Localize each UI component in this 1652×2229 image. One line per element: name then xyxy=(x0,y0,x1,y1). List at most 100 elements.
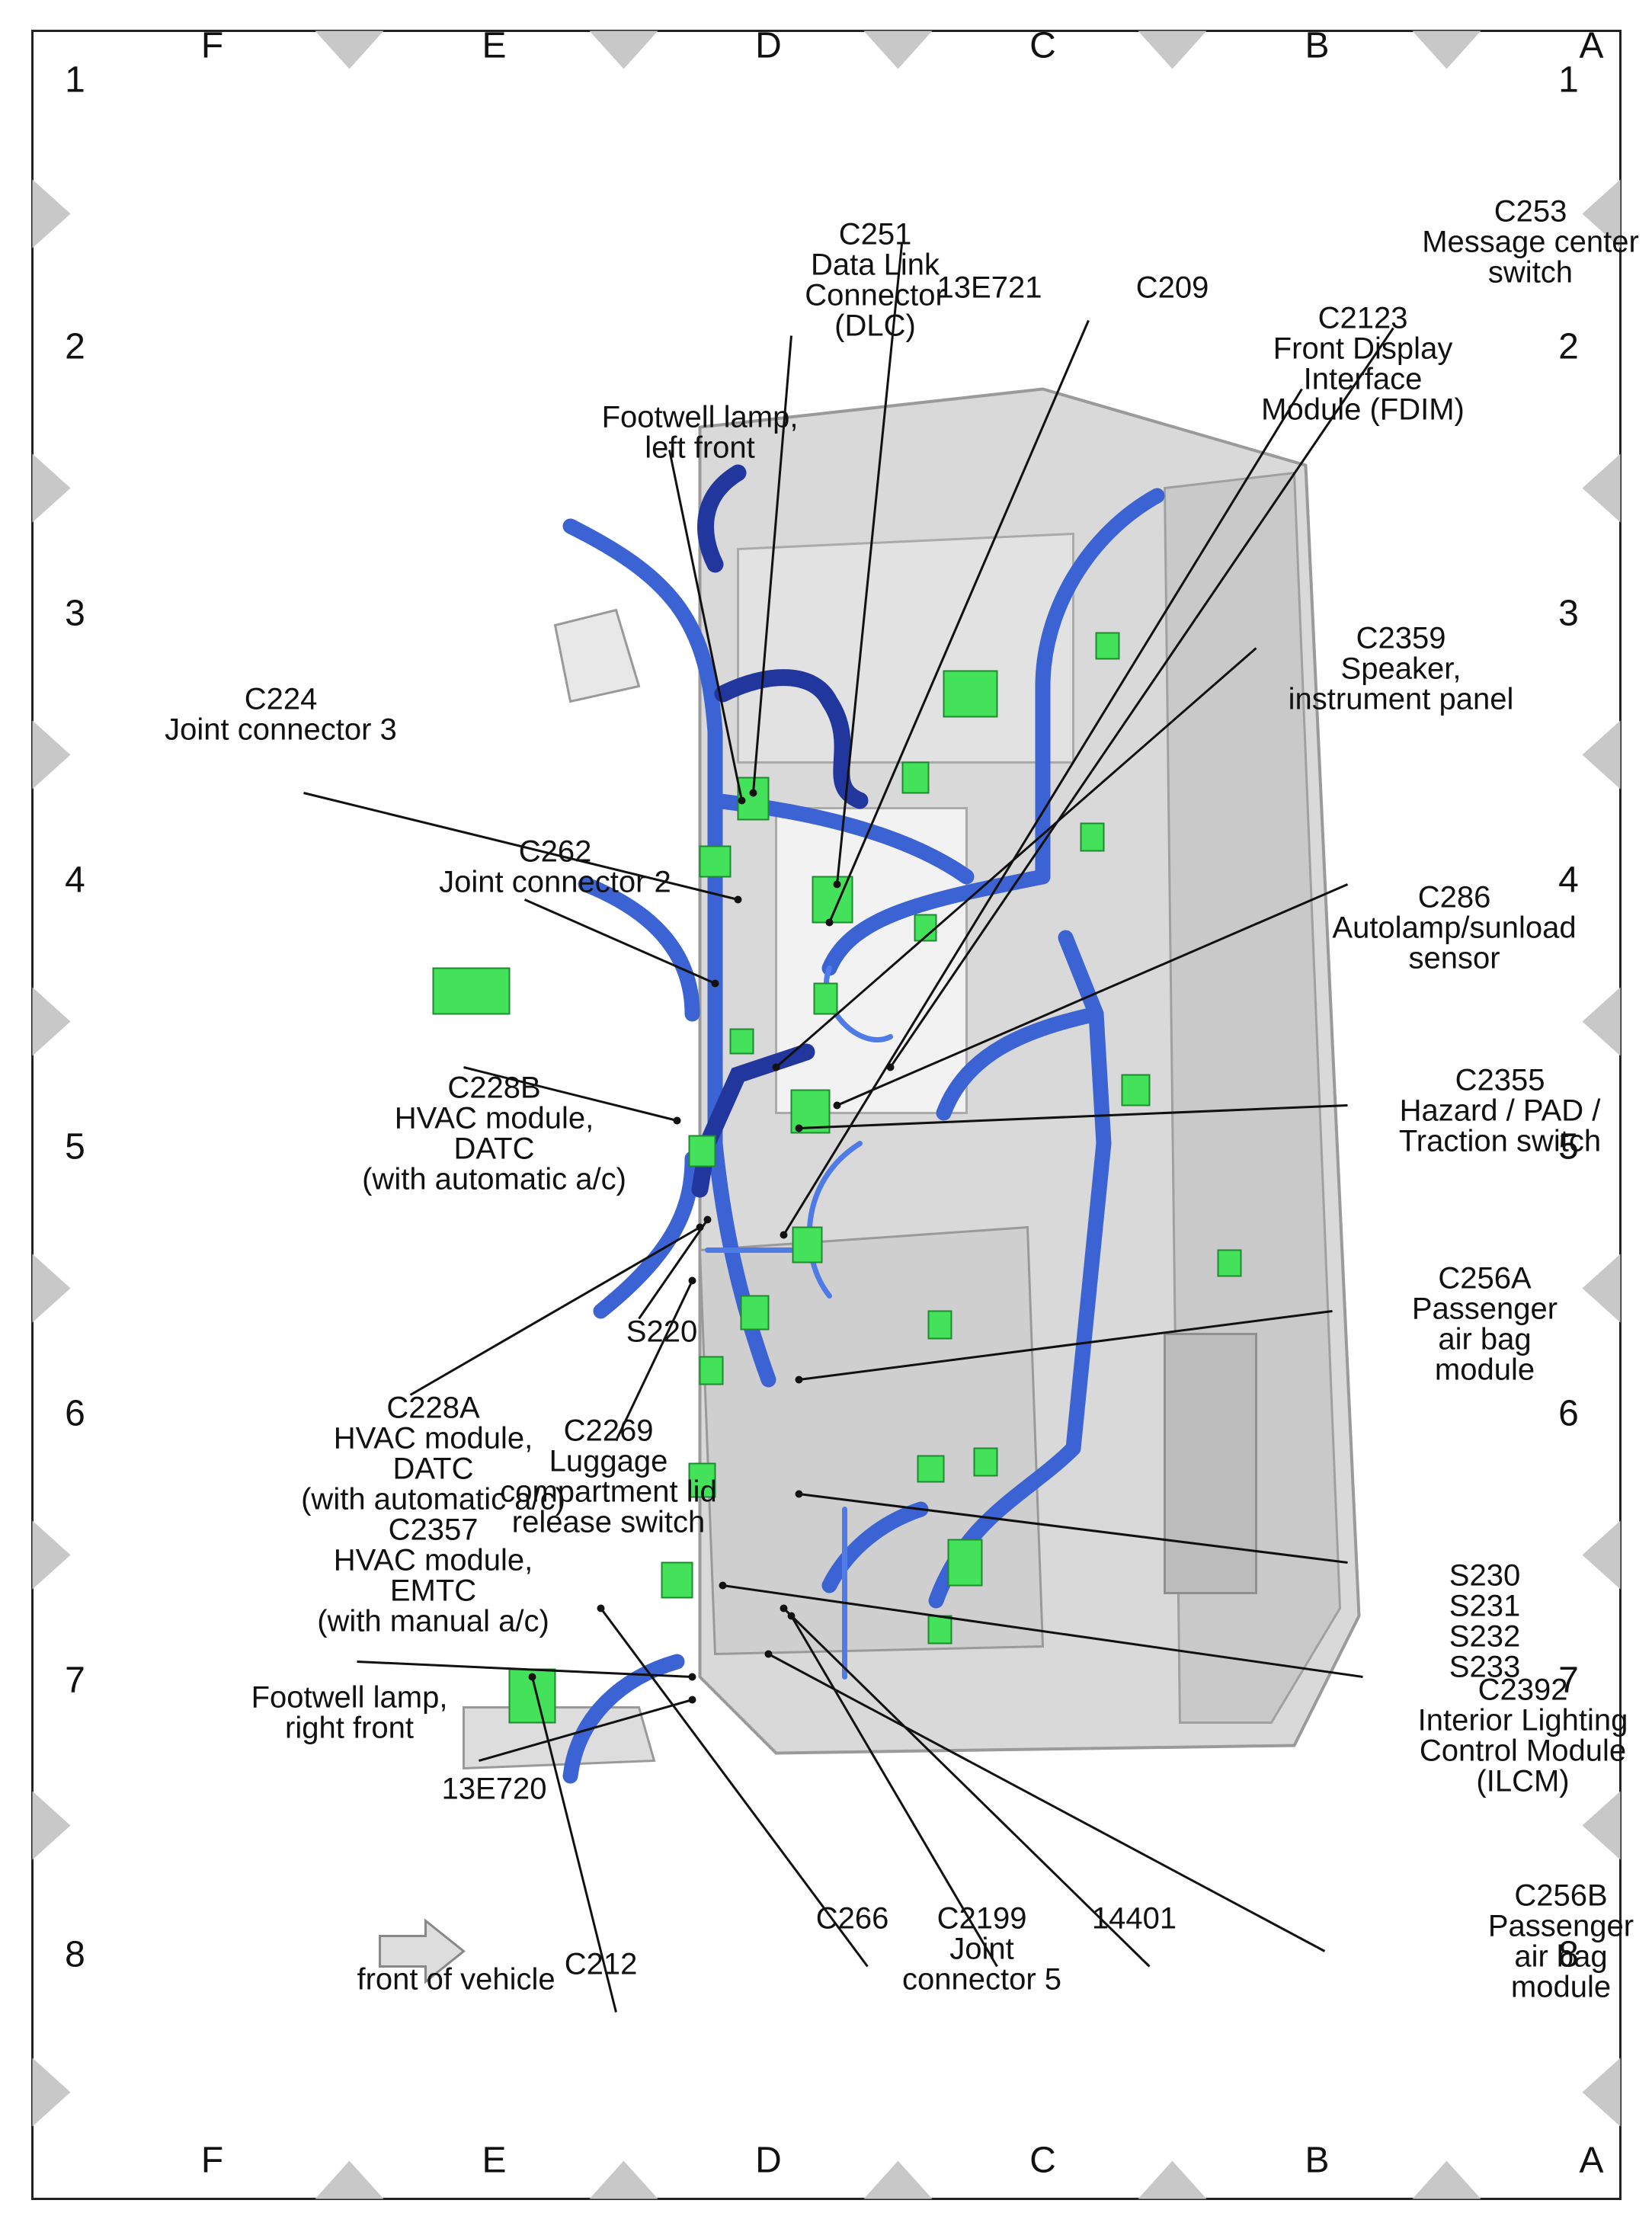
grid-column-number: 6 xyxy=(1558,1393,1579,1433)
grid-marker-triangle xyxy=(1138,30,1206,69)
callout-line: 13E721 xyxy=(936,271,1042,304)
callout-line: (with automatic a/c) xyxy=(362,1162,626,1196)
grid-column-number: 8 xyxy=(65,1934,85,1974)
grid-column-number: 1 xyxy=(65,59,85,100)
grid-marker-triangle xyxy=(589,30,658,69)
callout-line: S233 xyxy=(1449,1650,1519,1683)
leader-arrow-tip xyxy=(528,1673,536,1680)
callout-line: 13E720 xyxy=(441,1772,546,1805)
callout-line: HVAC module, xyxy=(333,1421,533,1455)
callout-line: Module (FDIM) xyxy=(1261,392,1465,426)
callout-line: C2123 xyxy=(1317,301,1407,335)
callout-line: C228A xyxy=(386,1391,480,1424)
callout-line: Autolamp/sunload xyxy=(1332,911,1576,944)
callout-e13e721: 13E721 xyxy=(936,271,1042,304)
grid-column-number: 3 xyxy=(1558,593,1579,633)
callout-line: 14401 xyxy=(1091,1901,1176,1935)
leader-arrow-tip xyxy=(696,1223,703,1231)
callout-line: module xyxy=(1434,1353,1534,1386)
callout-line: C2199 xyxy=(936,1901,1026,1935)
grid-marker-triangle xyxy=(589,2160,658,2199)
callout-line: (with manual a/c) xyxy=(317,1604,549,1638)
leader-arrow-tip xyxy=(795,1490,802,1497)
callout-line: C266 xyxy=(815,1901,888,1935)
callout-line: air bag xyxy=(1514,1939,1607,1973)
grid-column-number: 3 xyxy=(65,593,85,633)
leader-line xyxy=(668,449,743,801)
grid-marker-triangle xyxy=(1582,1520,1620,1589)
leader-lines xyxy=(303,243,1394,2013)
grid-marker-triangle xyxy=(1582,987,1620,1055)
leader-line xyxy=(530,1676,617,2013)
callout-line: C224 xyxy=(244,682,317,716)
callout-line: left front xyxy=(645,431,755,464)
leader-arrow-tip xyxy=(688,1276,696,1284)
grid-row-letter: E xyxy=(482,2140,506,2180)
callout-line: Passenger xyxy=(1487,1909,1633,1942)
leader-arrow-tip xyxy=(711,979,719,987)
leader-line xyxy=(798,1309,1333,1381)
callout-e13e720: 13E720 xyxy=(441,1772,546,1805)
grid-column-number: 2 xyxy=(65,326,85,367)
leader-line xyxy=(782,388,1303,1235)
leader-arrow-tip xyxy=(703,1215,711,1223)
front-of-vehicle-label: front of vehicle xyxy=(357,1962,555,1996)
leader-arrow-tip xyxy=(719,1581,726,1589)
callout-line: Hazard / PAD / xyxy=(1399,1094,1601,1127)
grid-column-number: 7 xyxy=(1558,1660,1579,1700)
callout-line: Interface xyxy=(1303,362,1422,396)
grid-marker-triangle xyxy=(32,453,70,522)
leader-line xyxy=(523,898,716,985)
leader-line xyxy=(782,1606,1151,1968)
grid-row-letter: F xyxy=(200,2140,223,2180)
callout-line: module xyxy=(1510,1970,1610,2003)
callout-line: DATC xyxy=(392,1452,473,1485)
callout-line: Message center xyxy=(1422,225,1639,258)
grid-column-number: 5 xyxy=(1558,1126,1579,1167)
grid-column-number: 4 xyxy=(1558,860,1579,900)
grid-marker-triangle xyxy=(32,1520,70,1589)
grid-marker-triangle xyxy=(32,2058,70,2126)
callout-line: C256B xyxy=(1514,1878,1607,1912)
leader-line xyxy=(637,1219,709,1319)
callout-line: compartment lid xyxy=(500,1475,717,1508)
instrument-panel xyxy=(462,386,1361,1769)
grid-row-letter: E xyxy=(482,25,506,66)
callout-line: C228B xyxy=(447,1071,540,1104)
grid-column-number: 7 xyxy=(65,1660,85,1700)
callout-fw-right: Footwell lamp,right front xyxy=(251,1680,447,1744)
callout-line: DATC xyxy=(453,1132,534,1165)
callout-line: C2269 xyxy=(563,1414,653,1447)
grid-marker-triangle xyxy=(863,30,932,69)
callout-line: Footwell lamp, xyxy=(251,1680,447,1714)
grid-row-letter: C xyxy=(1029,25,1056,66)
leader-line xyxy=(463,1065,677,1122)
grid-row-letter: D xyxy=(755,25,782,66)
callout-line: Footwell lamp, xyxy=(601,400,798,434)
leader-arrow-tip xyxy=(795,1376,802,1383)
callout-line: connector 5 xyxy=(901,1962,1061,1996)
leader-line xyxy=(789,1615,998,1967)
callout-line: C286 xyxy=(1417,880,1490,914)
callout-line: Interior Lighting xyxy=(1417,1703,1628,1737)
grid-marker-triangle xyxy=(32,720,70,789)
callout-line: Traction switch xyxy=(1398,1124,1600,1158)
leader-line xyxy=(356,1660,693,1678)
grid-row-letter: C xyxy=(1029,2140,1056,2180)
leader-arrow-tip xyxy=(688,1696,696,1703)
callout-line: C2392 xyxy=(1478,1673,1567,1706)
grid-row-letter: D xyxy=(755,2140,782,2180)
leader-line xyxy=(798,1103,1348,1129)
grid-marker-triangle xyxy=(1582,179,1620,248)
callout-line: air bag xyxy=(1438,1322,1531,1356)
callout-line: S231 xyxy=(1449,1589,1519,1622)
grid-marker-triangle xyxy=(1412,30,1481,69)
leader-arrow-tip xyxy=(673,1116,680,1124)
